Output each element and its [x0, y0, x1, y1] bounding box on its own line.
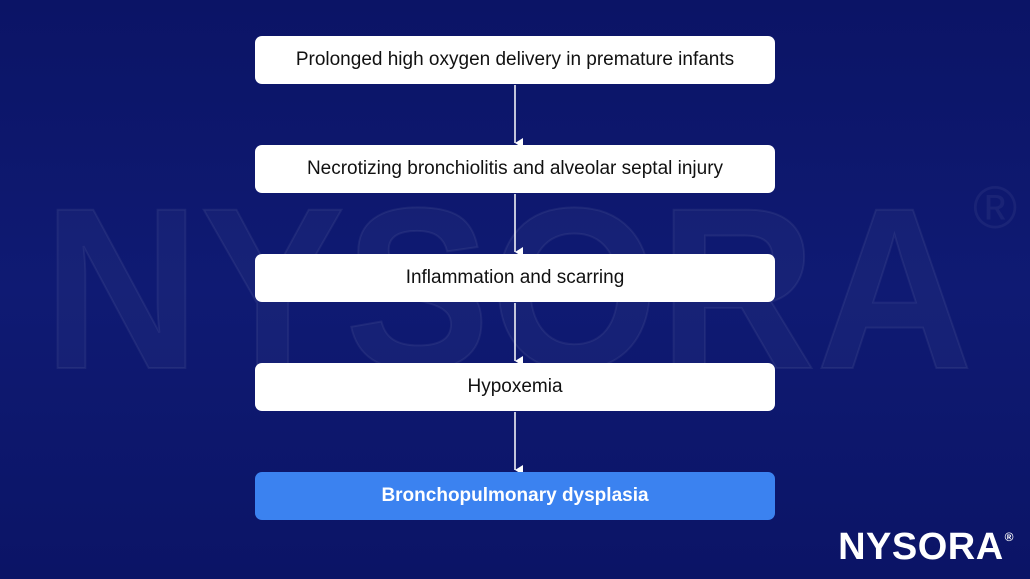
logo-registered-mark: ®: [1004, 530, 1014, 545]
watermark-registered-mark: ®: [973, 174, 1017, 241]
flow-step-3: Inflammation and scarring: [255, 254, 775, 302]
flow-step-2-label: Necrotizing bronchiolitis and alveolar s…: [306, 158, 724, 179]
logo-text: NYSORA: [838, 526, 1004, 568]
flow-step-4-label: Hypoxemia: [467, 376, 563, 397]
flow-step-final: Bronchopulmonary dysplasia: [255, 472, 775, 520]
nysora-logo: NYSORA®: [838, 526, 1014, 569]
flow-step-final-label: Bronchopulmonary dysplasia: [381, 485, 649, 506]
flow-step-2: Necrotizing bronchiolitis and alveolar s…: [255, 145, 775, 193]
flow-step-1-label: Prolonged high oxygen delivery in premat…: [295, 49, 735, 70]
flow-step-4: Hypoxemia: [255, 363, 775, 411]
flow-step-1: Prolonged high oxygen delivery in premat…: [255, 36, 775, 84]
flow-step-3-label: Inflammation and scarring: [405, 267, 625, 288]
